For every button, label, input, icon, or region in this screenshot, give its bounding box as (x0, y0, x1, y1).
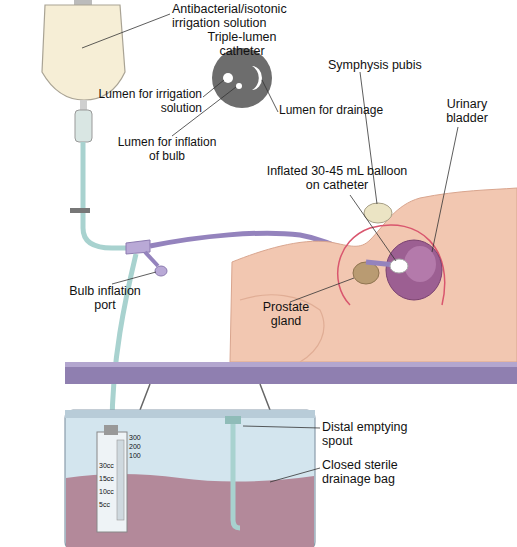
pelvic-outline (338, 225, 445, 305)
callout-label: Urinary bladder (432, 97, 502, 126)
scale-number: 100 (129, 452, 159, 460)
scale-number: 10cc (99, 488, 119, 496)
irrigation-bag (42, 5, 125, 100)
callout-label: Lumen for irrigation solution (80, 88, 202, 116)
callout-label: Lumen for inflation of bulb (112, 136, 222, 164)
table-edge (65, 362, 517, 367)
volume-scale (97, 432, 127, 532)
table (65, 362, 517, 384)
inflow-tube (83, 142, 128, 248)
inflated-balloon (390, 259, 408, 273)
callout-label: Closed sterile drainage bag (322, 458, 432, 487)
urinary-bladder (386, 240, 442, 300)
scale-number: 30cc (99, 462, 119, 470)
bag-outlet (80, 100, 87, 110)
callout-label: Bulb inflation port (60, 284, 150, 313)
irrigation-lumen (223, 73, 233, 83)
callout-label: Antibacterial/isotonic irrigation soluti… (172, 2, 317, 31)
bladder-highlight (404, 246, 436, 282)
inflation-port (155, 266, 167, 276)
callout-label: Distal emptying spout (322, 420, 432, 449)
scale-number: 15cc (99, 475, 119, 483)
roller-clamp (70, 208, 90, 213)
body-outline (230, 188, 517, 362)
emptying-spout (233, 424, 240, 528)
callout-label: Prostate gland (246, 300, 326, 329)
inflation-lumen (236, 83, 242, 89)
bag-top-bar (65, 410, 315, 418)
inlet-valve (104, 425, 118, 435)
drainage-bag (65, 410, 315, 547)
callout-label: Lumen for drainage (279, 104, 389, 118)
scale-number: 5cc (99, 501, 119, 509)
drainage-lumen (252, 66, 262, 90)
spout-cap (225, 416, 241, 424)
symphysis-pubis (364, 203, 392, 223)
scale-bar (117, 440, 124, 520)
scale-number: 300 (129, 434, 159, 442)
bag-hooks (140, 384, 270, 410)
drip-chamber (75, 110, 92, 142)
callout-label: Symphysis pubis (328, 58, 458, 72)
inflation-branch (145, 252, 158, 266)
drainage-tube (112, 254, 136, 428)
callout-label: Triple-lumen catheter (200, 30, 284, 59)
leader-lines (82, 14, 458, 482)
scale-number: 200 (129, 443, 159, 451)
callout-label: Inflated 30-45 mL balloon on catheter (262, 164, 412, 193)
